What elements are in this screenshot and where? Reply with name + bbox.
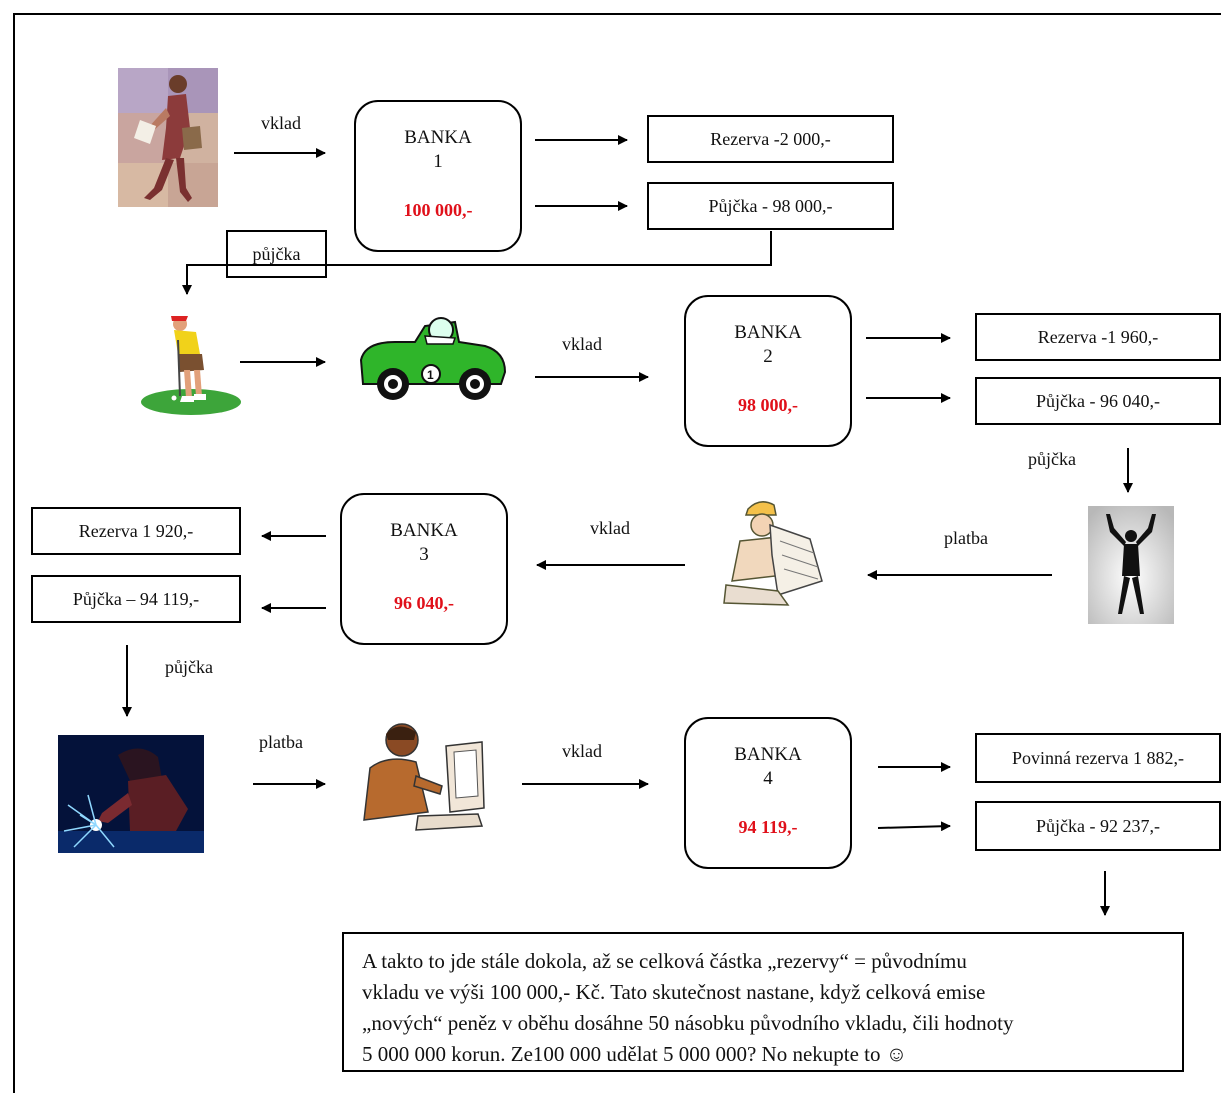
pujcka-box-1: Půjčka - 98 000,- — [647, 182, 894, 230]
vklad-label-1: vklad — [261, 113, 301, 133]
rezerva-box-4: Povinná rezerva 1 882,- — [975, 733, 1221, 783]
platba-label-1: platba — [944, 528, 988, 548]
rezerva-box-3: Rezerva 1 920,- — [31, 507, 241, 555]
vklad-label-4: vklad — [562, 741, 602, 761]
pujcka-box-3: Půjčka – 94 119,- — [31, 575, 241, 623]
bank-4-title: BANKA — [734, 744, 802, 765]
summary-note: A takto to jde stále dokola, až se celko… — [342, 932, 1184, 1072]
arrow-pujcka-to-golfer — [182, 231, 772, 295]
bank-3-title: BANKA — [390, 520, 458, 541]
bank-1: BANKA 1 100 000,- — [354, 100, 522, 252]
bank-3: BANKA 3 96 040,- — [340, 493, 508, 645]
arrow-bank4-to-pujcka — [877, 821, 951, 832]
pujcka-label-box: půjčka — [226, 230, 327, 278]
bank-3-amount: 96 040,- — [394, 593, 454, 613]
bank-4-number: 4 — [763, 768, 773, 789]
bank-2-amount: 98 000,- — [738, 395, 798, 415]
silhouette-person-icon — [1088, 506, 1174, 624]
pujcka-label-2: půjčka — [1028, 449, 1076, 469]
svg-text:1: 1 — [427, 368, 434, 382]
rezerva-box-2: Rezerva -1 960,- — [975, 313, 1221, 361]
bank-2-title: BANKA — [734, 322, 802, 343]
vklad-label-2: vklad — [562, 334, 602, 354]
platba-label-2: platba — [259, 732, 303, 752]
bank-4: BANKA 4 94 119,- — [684, 717, 852, 869]
engineer-with-blueprints-icon — [723, 501, 823, 606]
bank-3-number: 3 — [419, 544, 429, 565]
bank-2: BANKA 2 98 000,- — [684, 295, 852, 447]
bank-4-amount: 94 119,- — [738, 817, 798, 837]
note-line-2: vkladu ve výši 100 000,- Kč. Tato skuteč… — [362, 980, 986, 1004]
golfer-icon — [141, 316, 241, 415]
note-line-4: 5 000 000 korun. Ze100 000 udělat 5 000 … — [362, 1042, 908, 1066]
bank-1-amount: 100 000,- — [403, 200, 473, 220]
bank-2-number: 2 — [763, 346, 773, 367]
pujcka-label-3: půjčka — [165, 657, 213, 677]
pujcka-box-2: Půjčka - 96 040,- — [975, 377, 1221, 425]
race-car-icon: 1 — [359, 317, 507, 400]
pujcka-box-4: Půjčka - 92 237,- — [975, 801, 1221, 851]
rezerva-box-1: Rezerva -2 000,- — [647, 115, 894, 163]
vklad-label-3: vklad — [590, 518, 630, 538]
bank-1-title: BANKA — [404, 127, 472, 148]
note-line-3: „nových“ peněz v oběhu dosáhne 50 násobk… — [362, 1011, 1014, 1035]
woman-with-papers-icon — [118, 68, 218, 207]
welder-icon — [58, 735, 204, 853]
note-line-1: A takto to jde stále dokola, až se celko… — [362, 949, 967, 973]
man-at-computer-icon — [363, 723, 485, 831]
bank-1-number: 1 — [433, 151, 443, 172]
diagram-frame — [13, 13, 1221, 1093]
